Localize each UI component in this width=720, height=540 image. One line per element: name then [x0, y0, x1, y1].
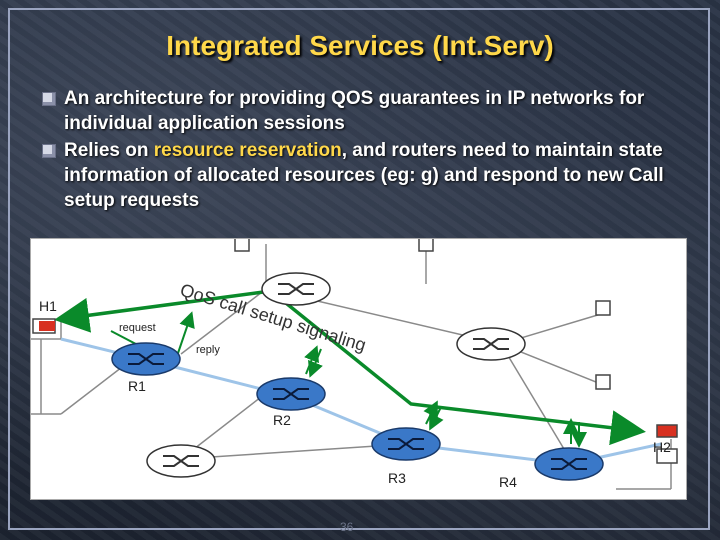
- bullet-text: Relies on: [64, 140, 154, 161]
- request-label: request: [119, 322, 156, 334]
- router-idle-right: [456, 327, 526, 361]
- router-r1-label: R1: [128, 378, 146, 394]
- page-number: 36: [340, 520, 354, 534]
- host-h1: H1: [32, 298, 57, 334]
- bullet-highlight: resource reservation: [153, 140, 342, 161]
- router-idle-bottom-left: [146, 444, 216, 478]
- router-r3-label: R3: [388, 470, 406, 486]
- bullet-text-continued: , and routers need to maintain state inf…: [64, 140, 664, 211]
- square-bullet-icon: [42, 144, 56, 158]
- host-h2-endpoint: [656, 424, 678, 438]
- slide-frame: [8, 8, 710, 530]
- host-h2: H2: [653, 424, 678, 464]
- bullet-item: An architecture for providing QOS guaran…: [42, 86, 702, 136]
- router-r2-label: R2: [273, 412, 291, 428]
- router-r4-label: R4: [499, 474, 517, 490]
- router-signal-arrows: [304, 345, 587, 448]
- host-h1-label: H1: [39, 298, 57, 314]
- slide-title: Integrated Services (Int.Serv): [166, 30, 554, 61]
- square-bullet-icon: [42, 92, 56, 106]
- reply-label: reply: [196, 344, 220, 356]
- host-h2-label: H2: [653, 439, 671, 455]
- network-diagram: H1 H2 R1 R2: [30, 236, 687, 500]
- router-idle-top: [261, 272, 331, 306]
- router-r4: R4: [499, 447, 604, 490]
- host-h2-box: [656, 448, 678, 464]
- signaling-arrow-left: [54, 289, 272, 333]
- router-r3: R3: [371, 427, 441, 486]
- network-diagram-svg: H1 H2 R1 R2: [31, 236, 678, 490]
- bullet-text: An architecture for providing QOS guaran…: [64, 88, 645, 134]
- host-h1-endpoint: [39, 321, 55, 331]
- bullet-list: An architecture for providing QOS guaran…: [42, 86, 702, 215]
- bullet-item: Relies on resource reservation, and rout…: [42, 138, 702, 213]
- router-r2: R2: [256, 377, 326, 428]
- router-r1: R1: [111, 342, 181, 394]
